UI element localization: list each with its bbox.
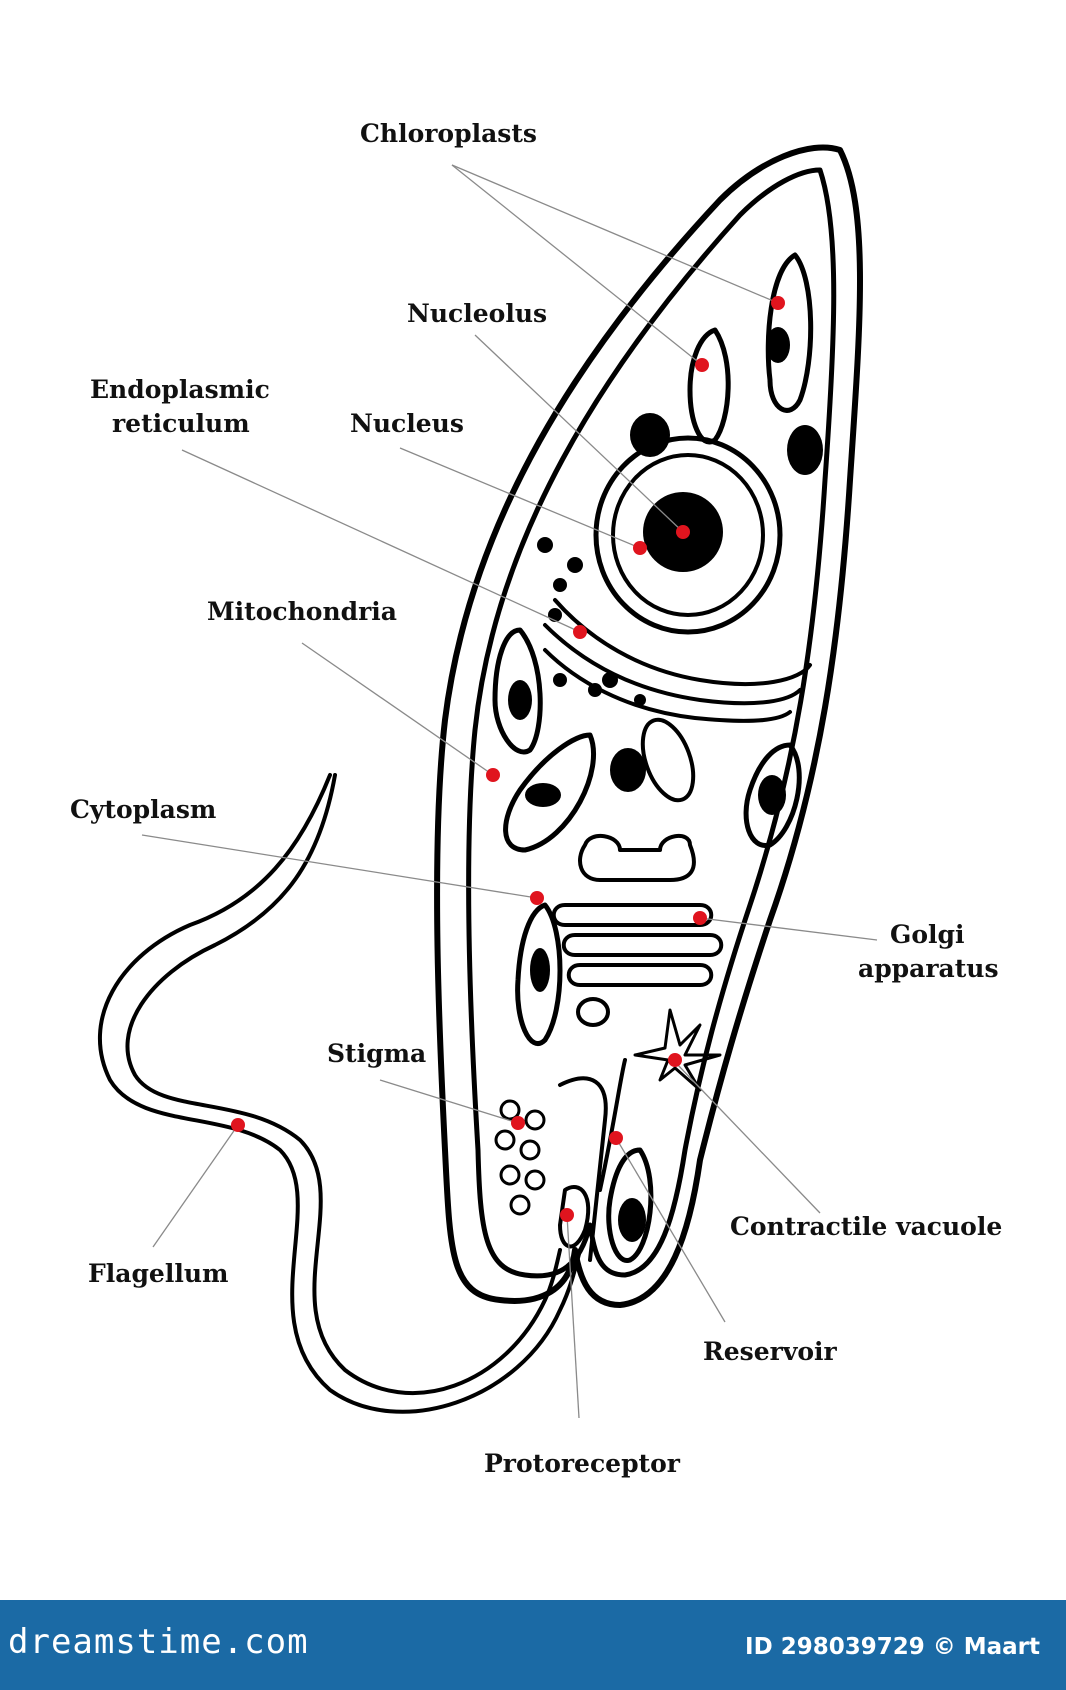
marker-golgi	[693, 911, 707, 925]
marker-chloroplast-2	[695, 358, 709, 372]
marker-mitochondria	[486, 768, 500, 782]
marker-er	[573, 625, 587, 639]
label-er-line2: reticulum	[112, 409, 250, 438]
cell-body-drawing	[434, 144, 863, 1308]
label-chloroplasts: Chloroplasts	[360, 119, 537, 148]
footer-credit: ID 298039729 © Maart	[745, 1634, 1040, 1660]
reservoir-drawing	[494, 1008, 722, 1262]
marker-flagellum	[231, 1118, 245, 1132]
marker-stigma	[511, 1116, 525, 1130]
flagellum-drawing	[98, 773, 582, 1414]
label-nucleus: Nucleus	[350, 409, 464, 438]
footer-site-name[interactable]: dreamstime.com	[8, 1622, 309, 1662]
label-er-line1: Endoplasmic	[90, 375, 270, 404]
label-nucleolus: Nucleolus	[407, 299, 547, 328]
golgi-drawing	[551, 834, 724, 1027]
label-mitochondria: Mitochondria	[207, 597, 397, 626]
label-stigma: Stigma	[327, 1039, 426, 1068]
marker-contractile-vacuole	[668, 1053, 682, 1067]
chloroplast-shapes	[492, 252, 823, 1263]
marker-dots	[231, 296, 785, 1222]
er-drawing	[537, 537, 812, 723]
label-cytoplasm: Cytoplasm	[70, 795, 216, 824]
footer-bar: dreamstime.com ID 298039729 © Maart	[0, 1600, 1066, 1690]
label-contractile-vacuole: Contractile vacuole	[730, 1212, 1002, 1241]
label-protoreceptor: Protoreceptor	[484, 1449, 681, 1478]
label-golgi-line2: apparatus	[858, 954, 999, 983]
euglena-diagram: Chloroplasts Nucleolus Endoplasmic retic…	[70, 119, 1002, 1478]
marker-chloroplast-1	[771, 296, 785, 310]
marker-cytoplasm	[530, 891, 544, 905]
leader-lines	[141, 164, 878, 1419]
marker-reservoir	[609, 1131, 623, 1145]
label-flagellum: Flagellum	[88, 1259, 228, 1288]
marker-nucleus	[633, 541, 647, 555]
label-reservoir: Reservoir	[703, 1337, 838, 1366]
label-golgi-line1: Golgi	[890, 920, 965, 949]
marker-protoreceptor	[560, 1208, 574, 1222]
marker-nucleolus	[676, 525, 690, 539]
